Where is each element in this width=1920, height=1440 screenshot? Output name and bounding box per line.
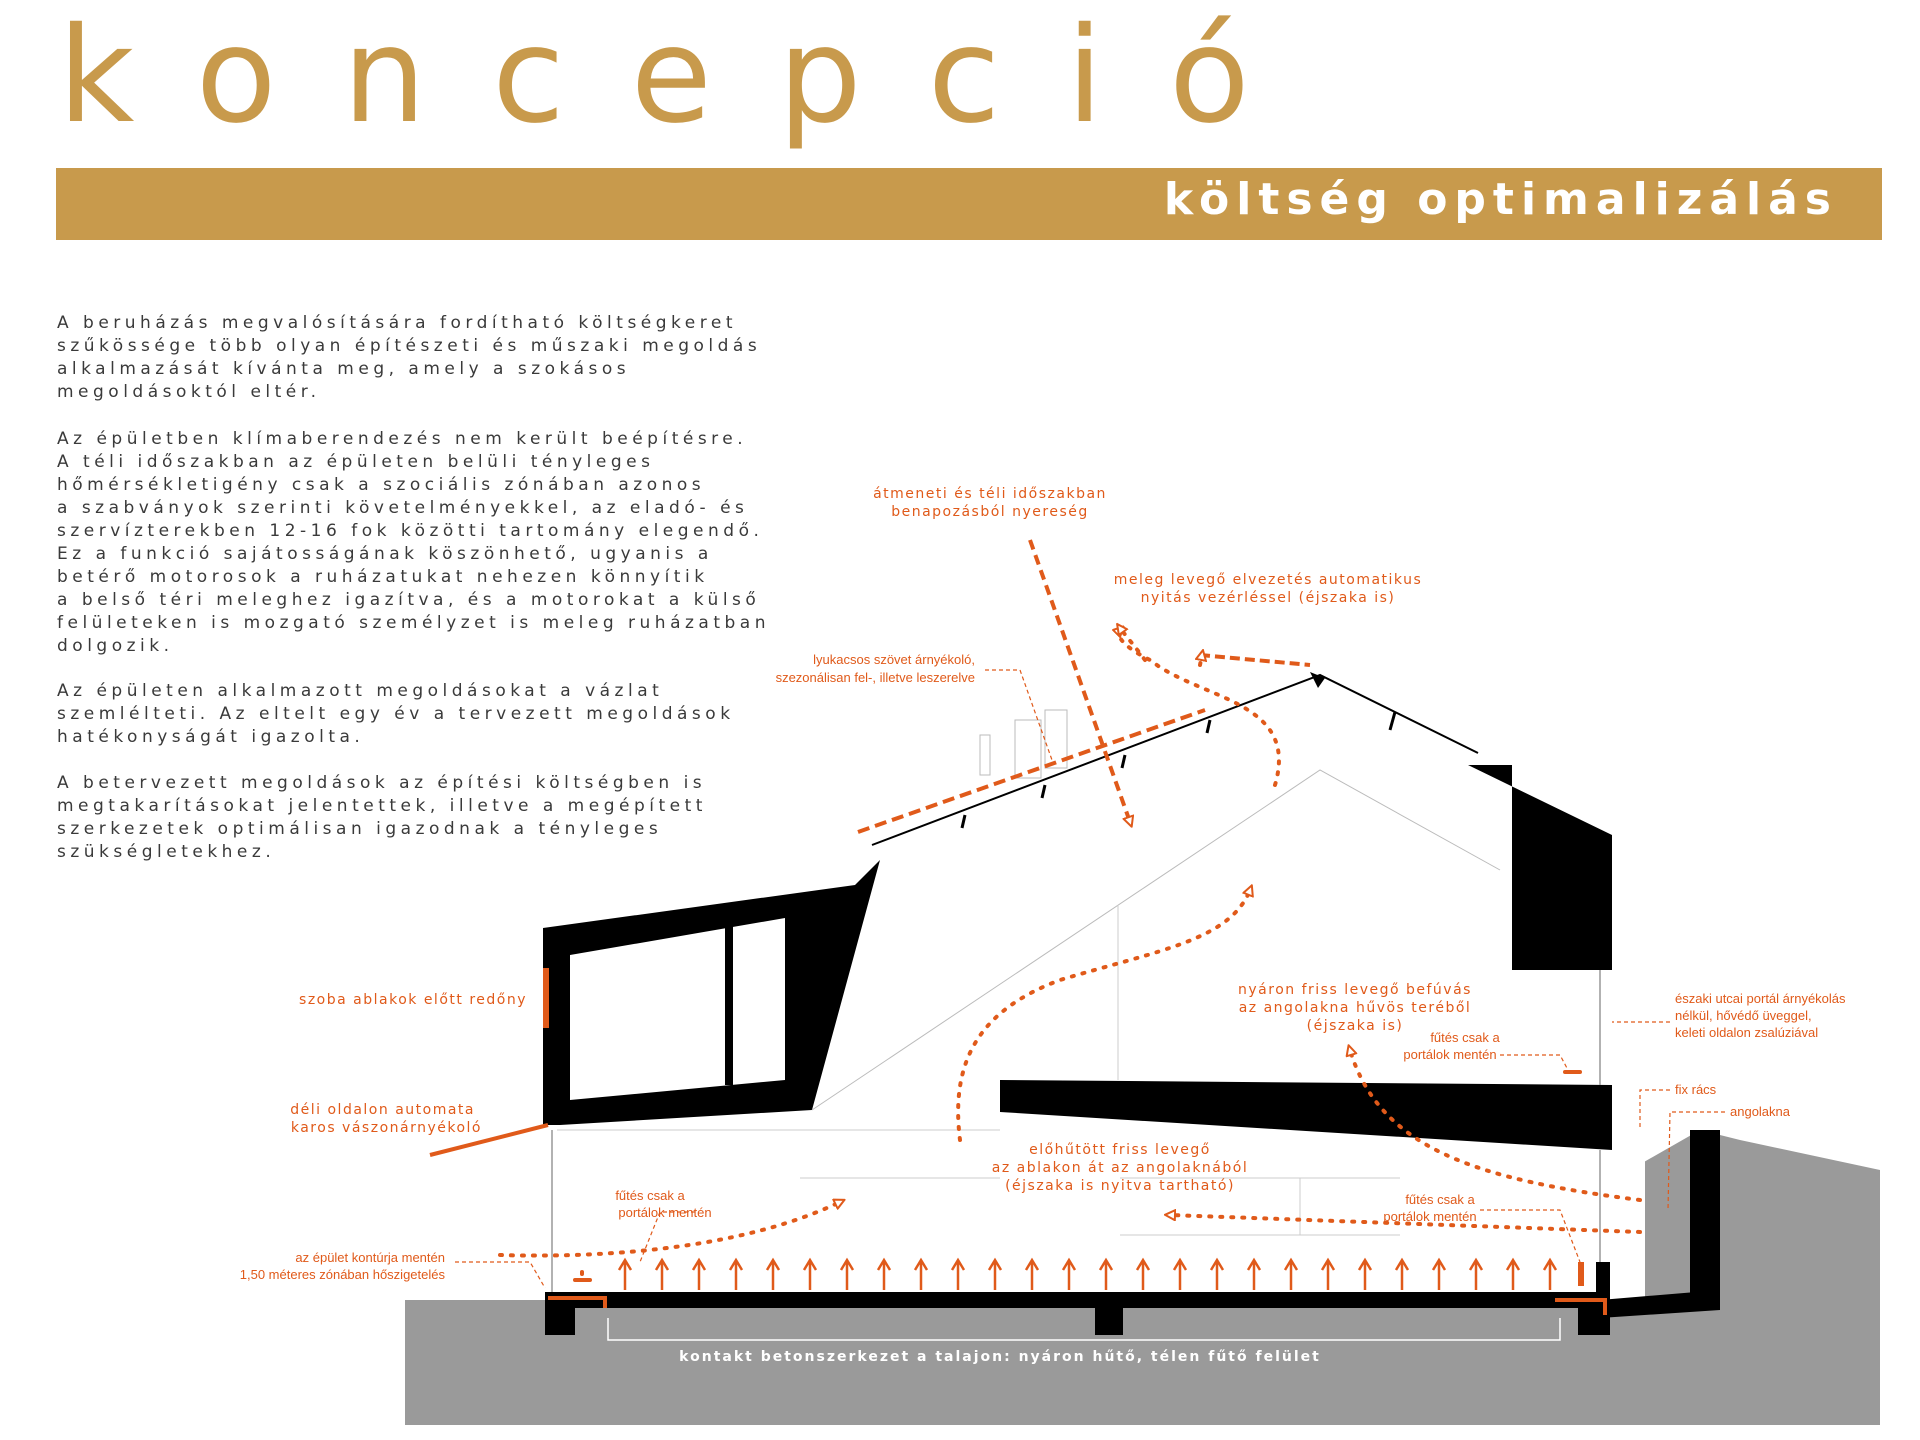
window-mullion [725,925,733,1085]
ground-mass [405,1130,1880,1425]
insulation-label-1: az épület kontúrja mentén [295,1250,445,1265]
rising-air-arrow [956,890,1250,1142]
lightwell-label: angolakna [1730,1104,1791,1119]
heat-right-label-1: fűtés csak a [1405,1192,1475,1207]
north-label-1: északi utcai portál árnyékolás [1675,991,1846,1006]
subtitle-banner: költség optimalizálás [56,168,1882,240]
roof-slope [871,673,1479,846]
lightwell-void [1605,1130,1645,1300]
awning-label-2: karos vászonárnyékoló [291,1120,482,1136]
left-floor-heater [548,1296,607,1308]
heat-dots-left [573,1270,592,1282]
grille-leader [1639,1089,1670,1130]
display-counters [800,1177,1400,1236]
fresh-air-label-2: az angolakna hűvös teréből [1239,1000,1472,1016]
fresh-air-arrow [1350,1050,1642,1202]
awning-label-1: déli oldalon automata [290,1102,475,1118]
fresh-air-label-3: (éjszaka is) [1307,1018,1404,1034]
fabric-shade [857,708,1206,834]
heat-right-leader [1480,1209,1581,1263]
fabric-leader [985,669,1053,761]
banner-title: költség optimalizálás [1163,174,1838,225]
mezzanine-slab [1000,1080,1612,1150]
intro-paragraph: A beruházás megvalósítására fordítható k… [57,313,762,402]
upper-right-volume [1468,765,1612,970]
precool-label-3: (éjszaka is nyitva tartható) [1005,1178,1235,1194]
heat-left-label-1: fűtés csak a [615,1188,685,1203]
solar-gain-arrow [1028,539,1130,822]
slab-label: kontakt betonszerkezet a talajon: nyáron… [679,1349,1321,1365]
lightwell-leader [1667,1111,1725,1211]
heat-left-leader [639,1211,695,1263]
precool-label-2: az ablakon át az angolaknából [992,1160,1248,1176]
window-shutter [543,968,549,1028]
left-footing [545,1300,575,1335]
precool-label-1: előhűtött friss levegő [1029,1142,1211,1158]
lightwell-wall [1690,1130,1720,1310]
floor-heat-arrows [617,1257,1558,1290]
vent-louver [1199,653,1311,667]
insulation-label-2: 1,50 méteres zónában hőszigetelés [240,1267,446,1282]
insulation-leader [455,1261,546,1289]
solar-label-2: benapozásból nyereség [891,504,1089,520]
right-floor-heater [1555,1298,1607,1315]
heat-mid-label-2: portálok mentén [1403,1047,1496,1062]
savings-paragraph: A betervezett megoldások az építési költ… [57,773,707,862]
north-label-2: nélkül, hővédő üveggel, [1675,1008,1812,1023]
grille-label: fix rács [1675,1082,1717,1097]
slab-contour [607,1318,1561,1341]
vent-stack-1 [1014,719,1042,779]
solar-label-1: átmeneti és téli időszakban [873,486,1107,502]
right-lower-column [1596,1262,1610,1294]
fabric-label-1: lyukacsos szövet árnyékoló, [813,652,975,667]
shutter-label: szoba ablakok előtt redőny [299,992,527,1008]
heat-left-label-2: portálok mentén [618,1205,711,1220]
fresh-air-label-1: nyáron friss levegő befúvás [1238,982,1472,998]
awning-arm [429,1123,549,1157]
floor-slab [545,1292,1610,1308]
vent-stack-3 [979,734,991,776]
interior-roof-line [811,769,1501,1111]
sketch-paragraph: Az épületen alkalmazott megoldásokat a v… [57,681,735,747]
fabric-label-2: szezonálisan fel-, illetve leszerelve [776,670,975,685]
north-label-3: keleti oldalon zsalúziával [1675,1025,1818,1040]
roof-ticks [960,711,1397,829]
lightwell-floor [1600,1290,1720,1318]
vent-label-2: nyitás vezérléssel (éjszaka is) [1141,590,1396,606]
heat-mid-label-1: fűtés csak a [1430,1030,1500,1045]
roof-ridge [1310,672,1325,688]
heat-mid-leader [1500,1054,1569,1071]
right-portal-heater [1578,1262,1584,1286]
precool-air-arrow [1170,1215,1642,1234]
page-title: koncepció [58,0,1316,153]
mid-footing [1095,1300,1123,1335]
climate-paragraph: Az épületben klímaberendezés nem került … [57,429,770,656]
vent-label-1: meleg levegő elvezetés automatikus [1114,572,1423,588]
vent-up-arrow [1200,655,1202,667]
heat-right-label-2: portálok mentén [1383,1209,1476,1224]
warm-air-exhaust-arrow [1119,630,1281,787]
